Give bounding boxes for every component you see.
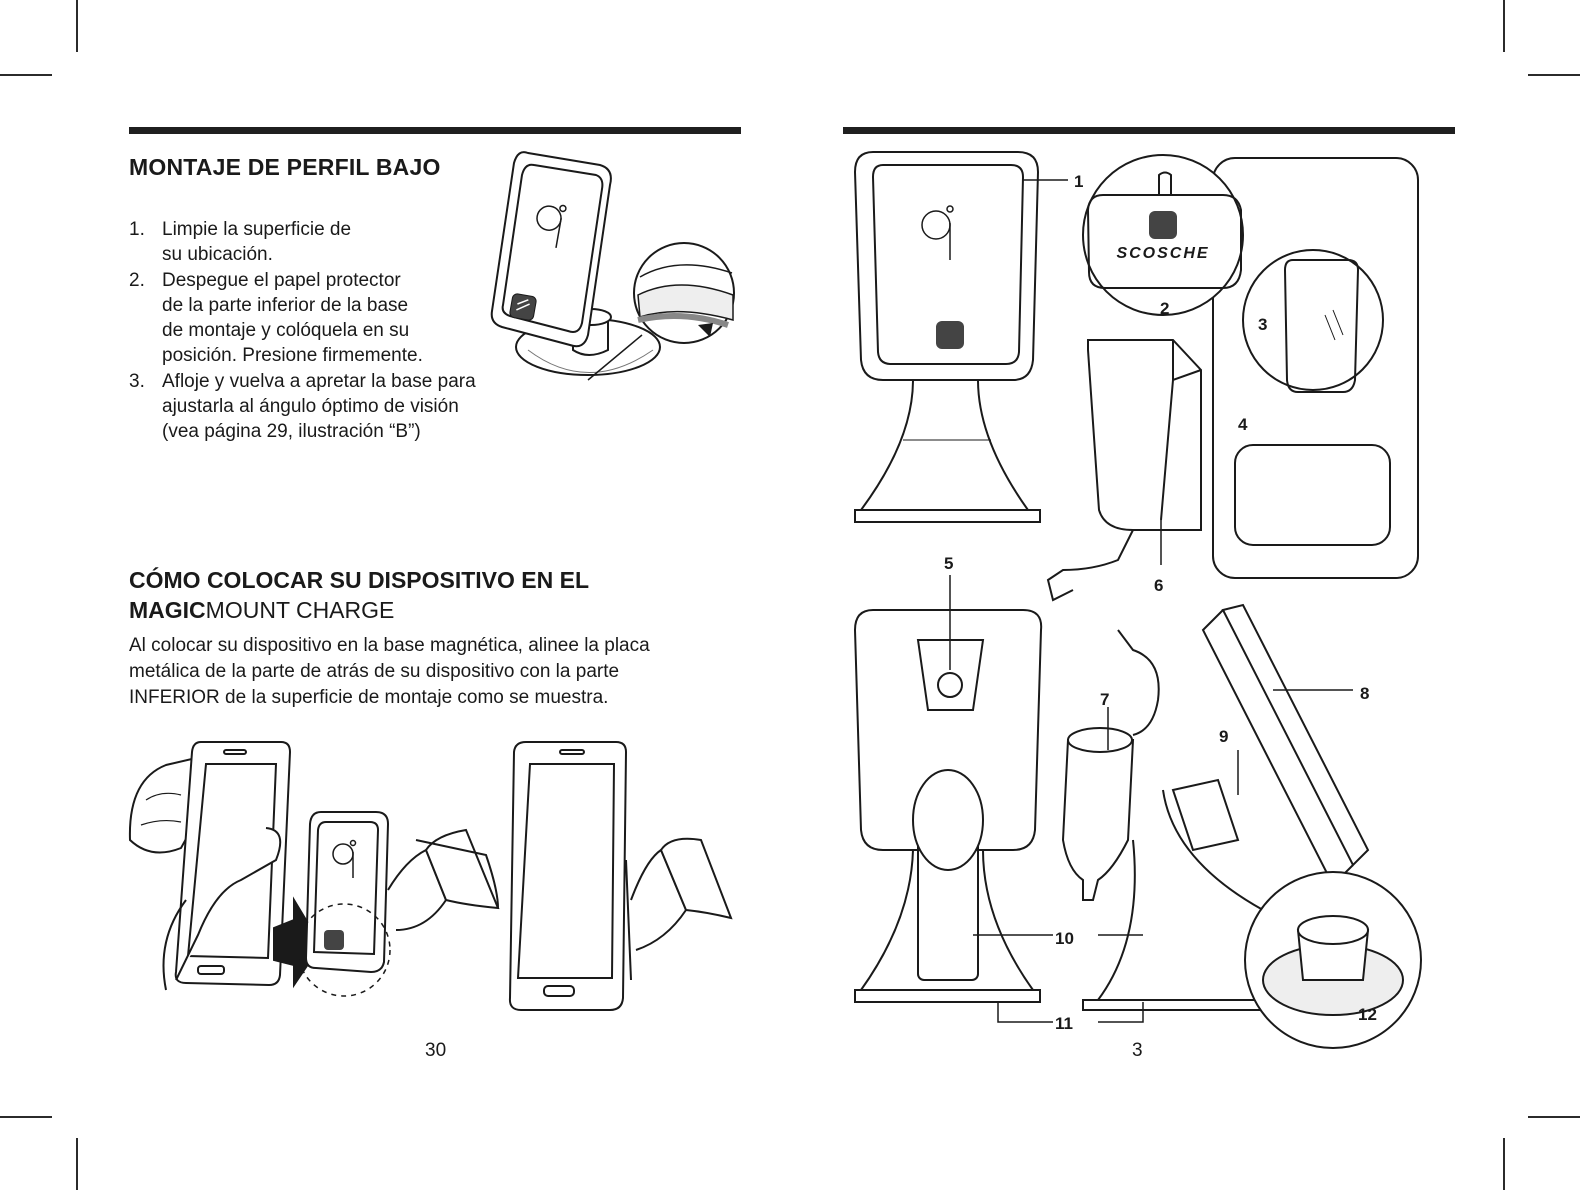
callout-5: 5 [944, 554, 954, 573]
right-page-number: 3 [1132, 1040, 1143, 1061]
step-1: 1. Limpie la superficie de su ubicación. [129, 217, 529, 267]
step-line: Despegue el papel protector [162, 270, 401, 291]
step-line: su ubicación. [162, 244, 273, 265]
brand-logo-text: SCOSCHE [1116, 245, 1209, 262]
parts-diagram: SCOSCHE [853, 151, 1422, 1049]
step-number: 1. [129, 219, 145, 240]
callout-11: 11 [1055, 1014, 1073, 1033]
section1-steps: 1. Limpie la superficie de su ubicación.… [129, 217, 529, 445]
crop-mark [1503, 1138, 1505, 1190]
qi-logo-icon [332, 839, 357, 878]
left-top-rule [129, 127, 741, 134]
callout-12: 12 [1358, 1005, 1377, 1024]
paragraph-line: Al colocar su dispositivo en la base mag… [129, 635, 650, 656]
callout-1: 1 [1074, 172, 1084, 191]
crop-mark [0, 74, 52, 76]
crop-mark [76, 1138, 78, 1190]
step-line: de la parte inferior de la base [162, 295, 409, 316]
callout-4: 4 [1238, 415, 1248, 434]
section2-brand-regular: MOUNT CHARGE [205, 597, 395, 623]
callout-7: 7 [1100, 690, 1110, 709]
step-line: de montaje y colóquela en su [162, 320, 410, 341]
scosche-logo-icon [324, 930, 344, 950]
callout-9: 9 [1219, 727, 1229, 746]
paragraph-line: INFERIOR de la superficie de montaje com… [129, 687, 609, 708]
right-top-rule [843, 127, 1455, 134]
section1-title: MONTAJE DE PERFIL BAJO [129, 154, 441, 180]
crop-mark [76, 0, 78, 52]
section2-brand-bold: MAGIC [129, 597, 206, 623]
crop-mark [1503, 0, 1505, 52]
callout-8: 8 [1360, 684, 1370, 703]
step-3: 3. Afloje y vuelva a apretar la base par… [129, 369, 529, 444]
section2-paragraph: Al colocar su dispositivo en la base mag… [129, 633, 749, 711]
scosche-logo-icon [936, 321, 964, 349]
callout-6: 6 [1154, 576, 1164, 595]
scosche-logo-icon [509, 293, 537, 321]
step-line: ajustarla al ángulo óptimo de visión [162, 396, 459, 417]
crop-mark [1528, 1116, 1580, 1118]
qi-logo-icon [921, 205, 954, 260]
qi-logo-icon [536, 204, 567, 248]
step-line: Afloje y vuelva a apretar la base para [162, 371, 476, 392]
section2-title-line: CÓMO COLOCAR SU DISPOSITIVO EN EL [129, 567, 590, 593]
step-2: 2. Despegue el papel protector de la par… [129, 268, 529, 368]
scosche-logo-icon [1149, 211, 1177, 239]
callout-3: 3 [1258, 315, 1268, 334]
arrow-icon [698, 323, 713, 337]
step-line: (vea página 29, ilustración “B”) [162, 421, 421, 442]
callout-10: 10 [1055, 929, 1074, 948]
low-profile-mount-illustration [490, 151, 735, 381]
step-number: 3. [129, 371, 145, 392]
crop-mark [1528, 74, 1580, 76]
paragraph-line: metálica de la parte de atrás de su disp… [129, 661, 620, 682]
left-page-number: 30 [425, 1040, 447, 1061]
section2-title: CÓMO COLOCAR SU DISPOSITIVO EN EL MAGICM… [129, 565, 589, 625]
step-line: posición. Presione firmemente. [162, 345, 423, 366]
crop-mark [0, 1116, 52, 1118]
step-number: 2. [129, 270, 145, 291]
device-placement-illustration [128, 741, 733, 1011]
callout-2: 2 [1160, 299, 1170, 318]
step-line: Limpie la superficie de [162, 219, 352, 240]
